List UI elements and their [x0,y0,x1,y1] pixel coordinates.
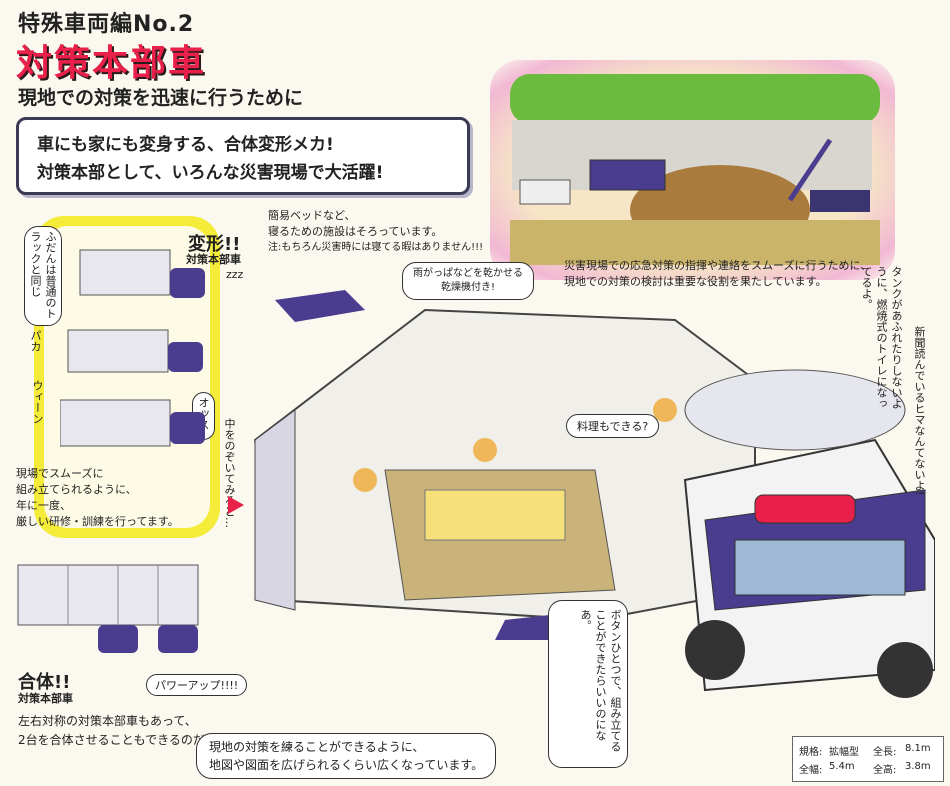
lead-line-1: 車にも家にも変身する、合体変形メカ! [37,135,334,155]
training-line: 現場でスムーズに [16,467,104,480]
arrow-right-icon [228,496,244,514]
sfx-wiin: ウィーン [31,380,44,424]
training-note: 現場でスムーズに 組み立てられるように、 年に一度、 厳しい研修・訓練を行ってま… [16,466,179,530]
lead-line-2: 対策本部として、いろんな災害現場で大活躍! [37,163,384,183]
power-up-bubble: パワーアップ!!!! [146,674,248,696]
bed-note: 簡易ベッドなど、 寝るための施設はそろっています。 注:もちろん災害時には寝てる… [268,208,483,256]
spec-width-label: 全幅: [799,765,823,776]
cooking-bubble: 料理もできる? [566,414,660,438]
side-note-bubble: ふだんは普通のトラックと同じ [24,226,62,326]
newspaper-note: 新聞読んでいるヒマなんてないよ! [913,326,926,496]
toilet-note: タンクがあふれたりしないように、燃焼式のトイレになってるよ。 [860,266,903,409]
training-line: 組み立てられるように、 [16,483,137,496]
spec-box: 規格: 拡幅型 全長: 8.1m 全幅: 5.4m 全高: 3.8m [792,736,944,782]
transform-heading: 変形!! [188,234,241,255]
combine-desc-line: 左右対称の対策本部車もあって、 [18,714,197,728]
disaster-scene-illustration [490,60,895,280]
spec-kikaku-label: 規格: [799,747,823,758]
spec-width-value: 5.4m [829,761,855,772]
bed-note-line: 簡易ベッドなど、 [268,209,356,222]
training-line: 厳しい研修・訓練を行ってます。 [16,515,179,528]
page-subtitle: 現地での対策を迅速に行うために [18,87,304,109]
disaster-scene-drawing [510,74,880,265]
dryer-line: 乾燥機付き! [440,282,495,293]
spec-kikaku-value: 拡幅型 [829,747,859,758]
button-bubble: ボタンひとつで、組み立てることができたらいいのになあ。 [548,600,628,768]
zzz-text: zzz [226,268,244,281]
spec-height-label: 全高: [873,765,897,776]
series-label: 特殊車両編No.2 [18,12,195,37]
page-title: 対策本部車 [16,43,207,84]
lead-box: 車にも家にも変身する、合体変形メカ! 対策本部として、いろんな災害現場で大活躍! [16,117,470,195]
combine-heading-sub: 対策本部車 [18,692,73,705]
map-note-bubble: 現地の対策を練ることができるように、 地図や図面を広げられるくらい広くなっていま… [196,733,497,779]
training-line: 年に一度、 [16,499,71,512]
role-note: 災害現場での応急対策の指揮や連絡をスムーズに行うために、 現地での対策の検討は重… [564,258,871,290]
bed-note-line: 寝るための施設はそろっています。 [268,225,443,238]
combine-heading: 合体!! [18,672,71,693]
combine-desc-line: 2台を合体させることもできるのだ! [18,733,210,747]
dryer-bubble: 雨がっぱなどを乾かせる 乾燥機付き! [402,262,534,300]
transform-trucks-drawing [60,249,205,447]
spec-length-label: 全長: [873,747,897,758]
combined-trucks-drawing [17,564,199,653]
bed-note-line: 注:もちろん災害時には寝てる暇はありません!!! [268,242,484,253]
map-note-line: 地図や図面を広げられるくらい広くなっています。 [209,758,484,772]
truck-cutaway-drawing [253,290,935,698]
role-line: 現地での対策の検討は重要な役割を果たしています。 [564,275,827,288]
combine-desc: 左右対称の対策本部車もあって、 2台を合体させることもできるのだ! [18,712,210,750]
role-line: 災害現場での応急対策の指揮や連絡をスムーズに行うために、 [564,259,872,272]
spec-length-value: 8.1m [905,743,931,754]
transform-heading-sub: 対策本部車 [186,253,241,266]
spec-height-value: 3.8m [905,761,931,772]
sfx-pakaa: パカ [29,330,42,352]
map-note-line: 現地の対策を練ることができるように、 [209,740,425,754]
dryer-line: 雨がっぱなどを乾かせる [413,268,523,279]
